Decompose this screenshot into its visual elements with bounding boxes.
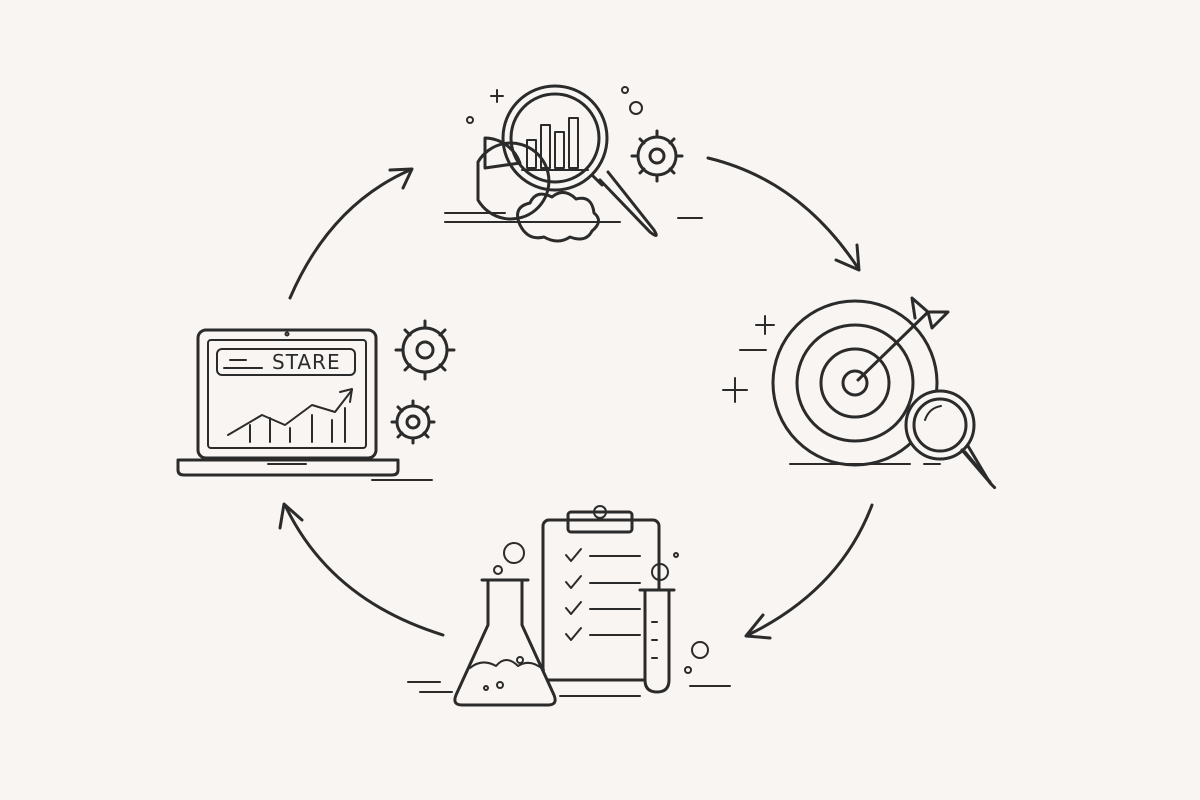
bar-chart-in-lens [521, 117, 589, 171]
lab-checklist-icon [407, 505, 731, 707]
cycle-arrow-top-right [706, 156, 861, 272]
gear-icon [630, 129, 684, 183]
magnifier-bar-chart-icon [444, 84, 703, 243]
gear-icon [394, 319, 456, 381]
cycle-arrow-top-left [288, 167, 414, 300]
cycle-arrow-bottom-left [278, 502, 445, 637]
gear-icon [390, 399, 436, 445]
clipboard-checklist-icon [541, 505, 661, 682]
cycle-arrow-bottom-right [744, 503, 874, 640]
flask-icon [453, 578, 557, 707]
laptop-growth-chart-icon: STARE [176, 319, 456, 481]
target-arrow-icon [722, 296, 997, 490]
laptop-banner-text: STARE [272, 350, 341, 374]
test-tube-icon [638, 563, 676, 694]
search-icon [904, 389, 997, 490]
